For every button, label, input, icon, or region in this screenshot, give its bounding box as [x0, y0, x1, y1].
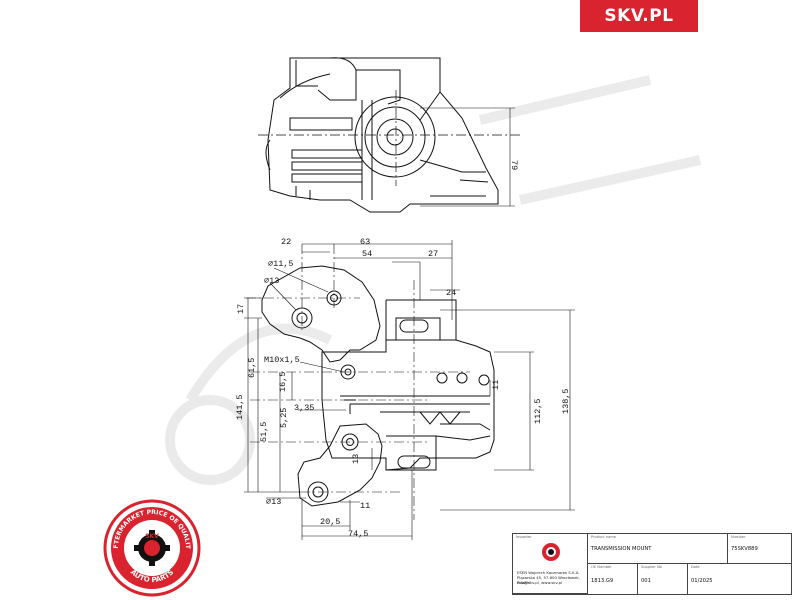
- front-view: [246, 244, 495, 520]
- dim-diameter-13-top: ⌀13: [264, 276, 279, 286]
- brand-logo-banner: SKV.PL: [580, 0, 698, 32]
- number-value: 75SKV889: [731, 546, 758, 552]
- dim-11-right: 11: [491, 380, 501, 390]
- oe-number-cell: OE Number 1813.G9: [588, 564, 638, 594]
- dim-54: 54: [362, 249, 372, 259]
- product-name-label: Product name: [591, 535, 616, 539]
- dimension-labels: 22 63 54 27 24 ⌀11,5 ⌀13 17 M10x1,5 61,5…: [235, 237, 571, 539]
- dim-20-5: 20,5: [320, 517, 340, 527]
- dim-3-35: 3,35: [294, 403, 314, 413]
- dim-79: 79: [509, 160, 519, 170]
- dim-51-5: 51,5: [259, 422, 269, 442]
- supplier-no-value: 001: [641, 578, 651, 584]
- dim-61-5: 61,5: [247, 358, 257, 378]
- dim-5-25: 5,25: [279, 408, 289, 428]
- number-cell: Number 75SKV889: [728, 534, 791, 564]
- dim-16-5: 16,5: [278, 372, 288, 392]
- supplier-no-cell: Supplier No 001: [638, 564, 688, 594]
- seal-logo: SKV: [145, 533, 159, 540]
- product-name-cell: Product name TRANSMISSION MOUNT: [588, 534, 728, 564]
- brand-label: SKV.PL: [604, 6, 674, 26]
- watermark-logo: [165, 75, 702, 485]
- top-view: [258, 57, 520, 213]
- oe-number-label: OE Number: [591, 565, 612, 569]
- auto-parts-seal: AFTERMARKET PRICE OE QUALITY AUTO PARTS …: [102, 498, 201, 597]
- dim-74-5: 74,5: [348, 529, 368, 539]
- dim-138-5: 138,5: [561, 388, 571, 414]
- dim-63: 63: [360, 237, 370, 247]
- dim-27: 27: [428, 249, 438, 259]
- address-line-2: Plązarska 45, 57-600 Wrocławek, Poland: [517, 575, 580, 585]
- date-value: 01/2025: [691, 578, 713, 584]
- dim-17: 17: [236, 304, 246, 314]
- address-line-3: info@skv.pl, www.skv.pl: [517, 580, 563, 585]
- number-label: Number: [731, 535, 746, 539]
- product-name-value: TRANSMISSION MOUNT: [591, 546, 652, 552]
- supplier-no-label: Supplier No: [641, 565, 662, 569]
- oe-number-value: 1813.G9: [591, 578, 614, 584]
- importer-cell: Importer ESEN Wojciech Kaczmarek S.K.A. …: [513, 534, 588, 594]
- dim-diameter-13-bottom: ⌀13: [266, 497, 281, 507]
- date-cell: Date 01/2025: [688, 564, 791, 594]
- date-label: Date: [691, 565, 700, 569]
- address-line-1: ESEN Wojciech Kaczmarek S.K.A.: [517, 570, 580, 575]
- dim-11-bottom: 11: [360, 501, 370, 511]
- dim-141-5: 141,5: [235, 394, 245, 420]
- dim-112-5: 112,5: [533, 398, 543, 424]
- dim-diameter-11-5: ⌀11,5: [268, 259, 294, 269]
- dim-22: 22: [281, 237, 291, 247]
- dim-13-side: 13: [351, 454, 361, 464]
- dimension-lines: [244, 240, 575, 540]
- title-block: Importer ESEN Wojciech Kaczmarek S.K.A. …: [512, 533, 792, 595]
- dim-24: 24: [446, 288, 456, 298]
- dim-thread-m10: M10x1,5: [264, 355, 300, 365]
- skv-mini-logo-icon: [542, 543, 560, 561]
- importer-label: Importer: [516, 535, 532, 539]
